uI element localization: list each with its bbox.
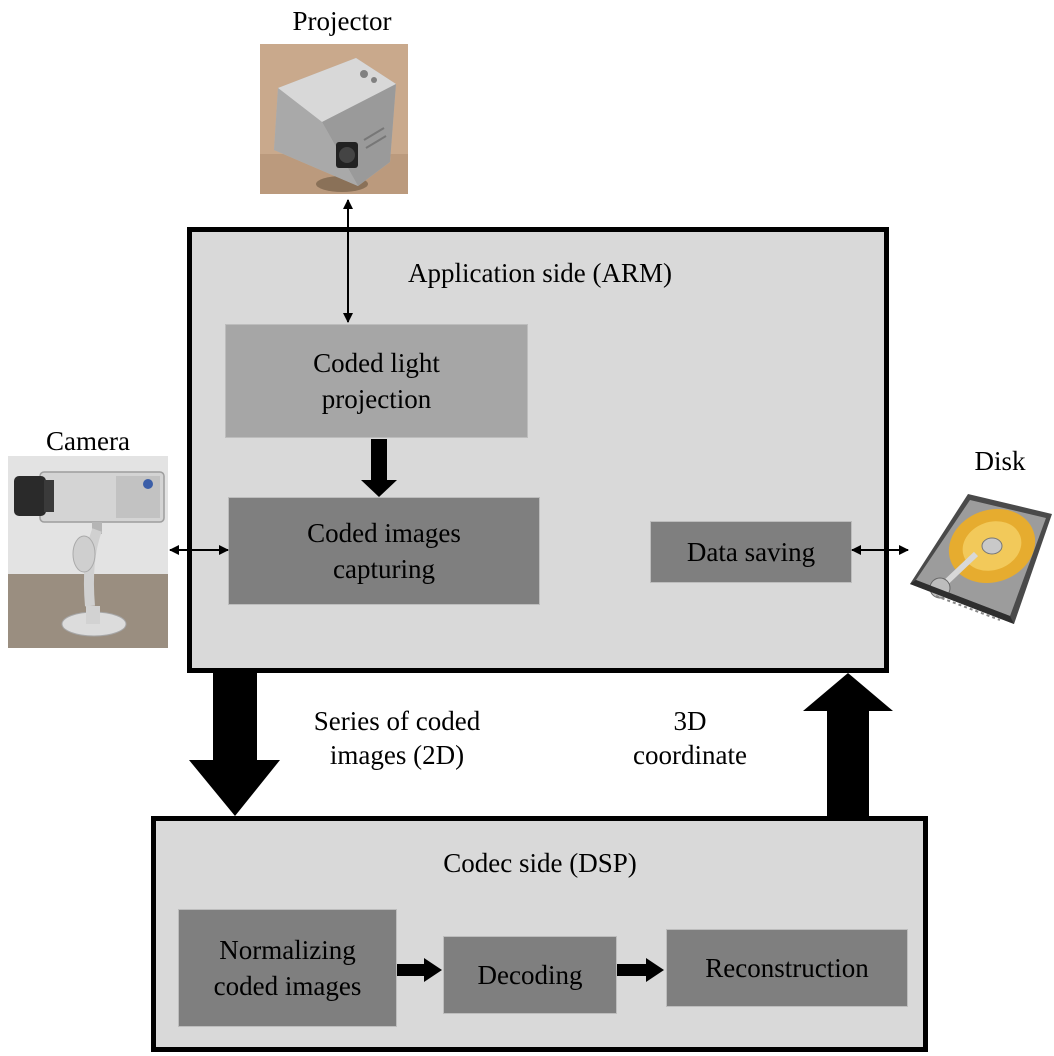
data-saving-label: Data saving — [686, 537, 816, 567]
camera-icon — [8, 456, 168, 648]
series-down-arrow — [189, 673, 280, 816]
codec-side-title: Codec side (DSP) — [443, 848, 637, 878]
camera-label: Camera — [46, 426, 130, 456]
3d-coordinate-label: 3D coordinate — [633, 706, 747, 770]
disk-label: Disk — [974, 446, 1026, 476]
coded-images-capturing-label: Coded images capturing — [307, 518, 461, 584]
coded-light-projection-label: Coded light projection — [313, 348, 440, 414]
normalizing-label: Normalizing coded images — [213, 935, 362, 1001]
decoding-label: Decoding — [477, 960, 583, 990]
decoding-block: Decoding — [443, 936, 617, 1014]
coded-images-capturing-block: Coded images capturing — [228, 497, 540, 605]
reconstruction-block: Reconstruction — [666, 929, 908, 1007]
application-side-title: Application side (ARM) — [408, 258, 672, 288]
projector-icon — [260, 44, 408, 194]
data-saving-block: Data saving — [650, 521, 852, 583]
normalizing-block: Normalizing coded images — [178, 909, 397, 1027]
projection-to-capture-arrow — [361, 439, 397, 497]
projector-label: Projector — [292, 6, 392, 36]
series-coded-images-label: Series of coded images (2D) — [313, 706, 481, 770]
decode-to-reconstruct-arrow — [617, 958, 664, 982]
reconstruction-label: Reconstruction — [705, 953, 869, 983]
coordinate-up-arrow — [803, 673, 893, 816]
hard-disk-icon — [910, 494, 1052, 624]
normalize-to-decode-arrow — [397, 958, 442, 982]
coded-light-projection-block: Coded light projection — [225, 324, 528, 438]
